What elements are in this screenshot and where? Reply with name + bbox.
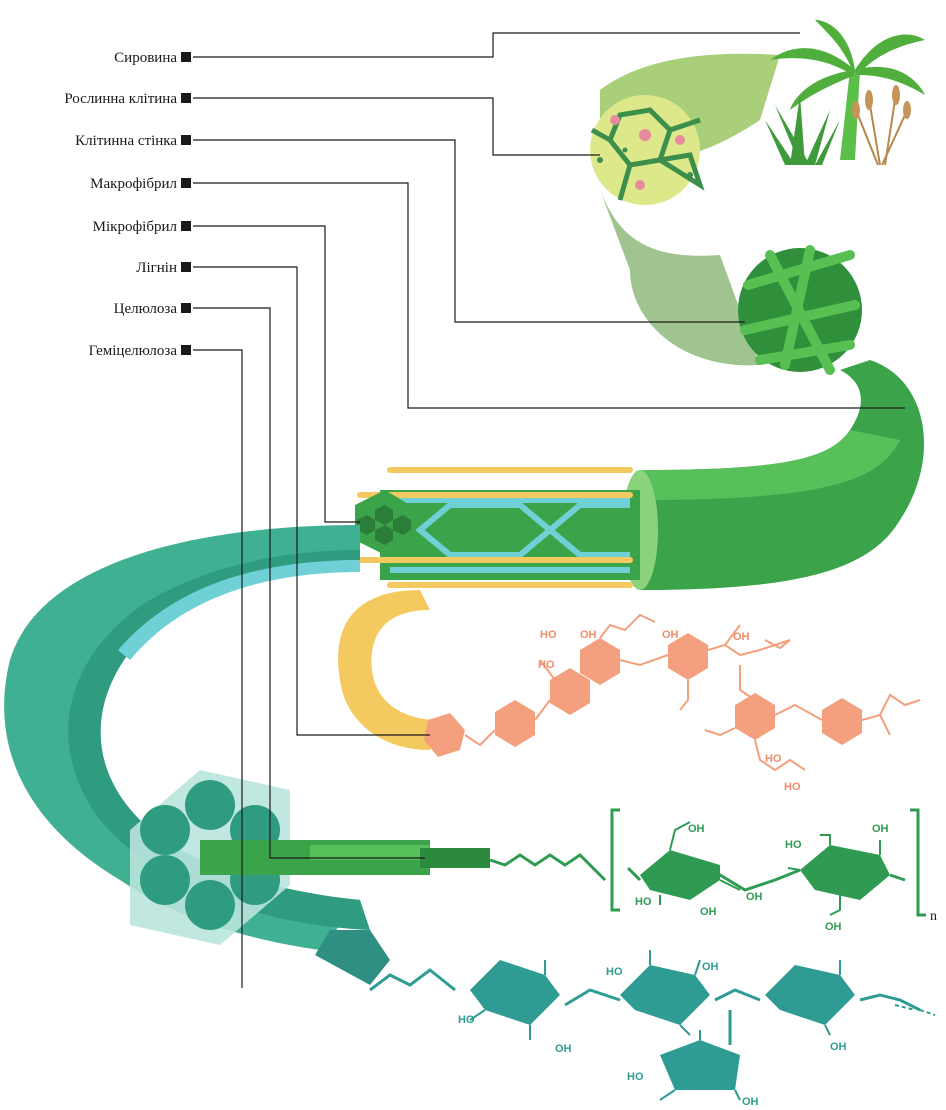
cellulose-ho-1: HO	[785, 839, 802, 851]
label-macrofibril: Макрофібрил	[90, 176, 177, 192]
hemi-ho-1: HO	[458, 1014, 475, 1026]
label-lignin: Лігнін	[136, 260, 177, 276]
hemi-ring-1	[470, 960, 560, 1025]
hemi-oh-4: OH	[682, 1049, 699, 1061]
hemi-ring-4	[660, 1040, 740, 1090]
label-cell-wall: Клітинна стінка	[75, 133, 177, 149]
lignin-oh-2: OH	[662, 629, 679, 641]
hemi-ring-2	[620, 965, 710, 1025]
leader-plant-cell	[193, 98, 600, 155]
leader-raw-material	[193, 33, 800, 57]
cellulose-oh-3: OH	[746, 891, 763, 903]
lignin-tube	[338, 590, 440, 750]
label-hemicellulose: Геміцелюлоза	[89, 343, 178, 359]
lignin-ho-3: HO	[765, 753, 782, 765]
lignin-oh-3: OH	[733, 631, 750, 643]
label-raw-material: Сировина	[114, 50, 177, 66]
lignin-ring-1	[495, 700, 535, 747]
lignin-oh-1: OH	[580, 629, 597, 641]
hemi-ho-3: HO	[627, 1071, 644, 1083]
cell-wall-illustration	[738, 248, 862, 372]
cellulose-oh-4: OH	[700, 906, 717, 918]
label-cellulose: Целюлоза	[114, 301, 178, 317]
funnel-shape	[600, 190, 760, 365]
label-microfibril: Мікрофібрил	[93, 219, 178, 235]
hemi-oh-5: OH	[742, 1096, 759, 1108]
cellulose-oh-2: OH	[872, 823, 889, 835]
hemi-oh-2: OH	[702, 961, 719, 973]
hemi-ho-2: HO	[606, 966, 623, 978]
leader-microfibril	[193, 226, 360, 522]
cellulose-n-subscript: n	[930, 909, 937, 924]
hemi-ring-3	[765, 965, 855, 1025]
label-plant-cell: Рослинна клітина	[64, 91, 177, 107]
cellulose-ho-2: HO	[635, 896, 652, 908]
lignin-ho-2: HO	[540, 629, 557, 641]
hemi-oh-3: OH	[830, 1041, 847, 1053]
lignin-ho-1: HO	[538, 659, 555, 671]
cellulose-structure: OH OH HO OH HO OH OH HO n	[490, 810, 937, 933]
macrofibril-illustration	[622, 360, 924, 590]
labels: Сировина Рослинна клітина Клітинна стінк…	[64, 50, 177, 359]
lignin-end-hexagon	[424, 713, 465, 757]
hemi-oh-1: OH	[555, 1043, 572, 1055]
lignin-ho-4: HO	[784, 781, 801, 793]
label-markers	[181, 52, 191, 355]
plant-cell-illustration	[590, 95, 700, 205]
cellulose-oh-1: OH	[688, 823, 705, 835]
lignin-ring-5	[735, 693, 775, 740]
cellulose-ring-2	[800, 845, 890, 900]
lignin-structure: HO OH OH HO OH HO HO	[465, 615, 920, 793]
lignin-ring-6	[822, 698, 862, 745]
microfibril-section	[355, 470, 640, 585]
cellulose-oh-5: OH	[825, 921, 842, 933]
hemicellulose-structure: HO OH HO OH OH OH HO OH	[370, 950, 935, 1108]
